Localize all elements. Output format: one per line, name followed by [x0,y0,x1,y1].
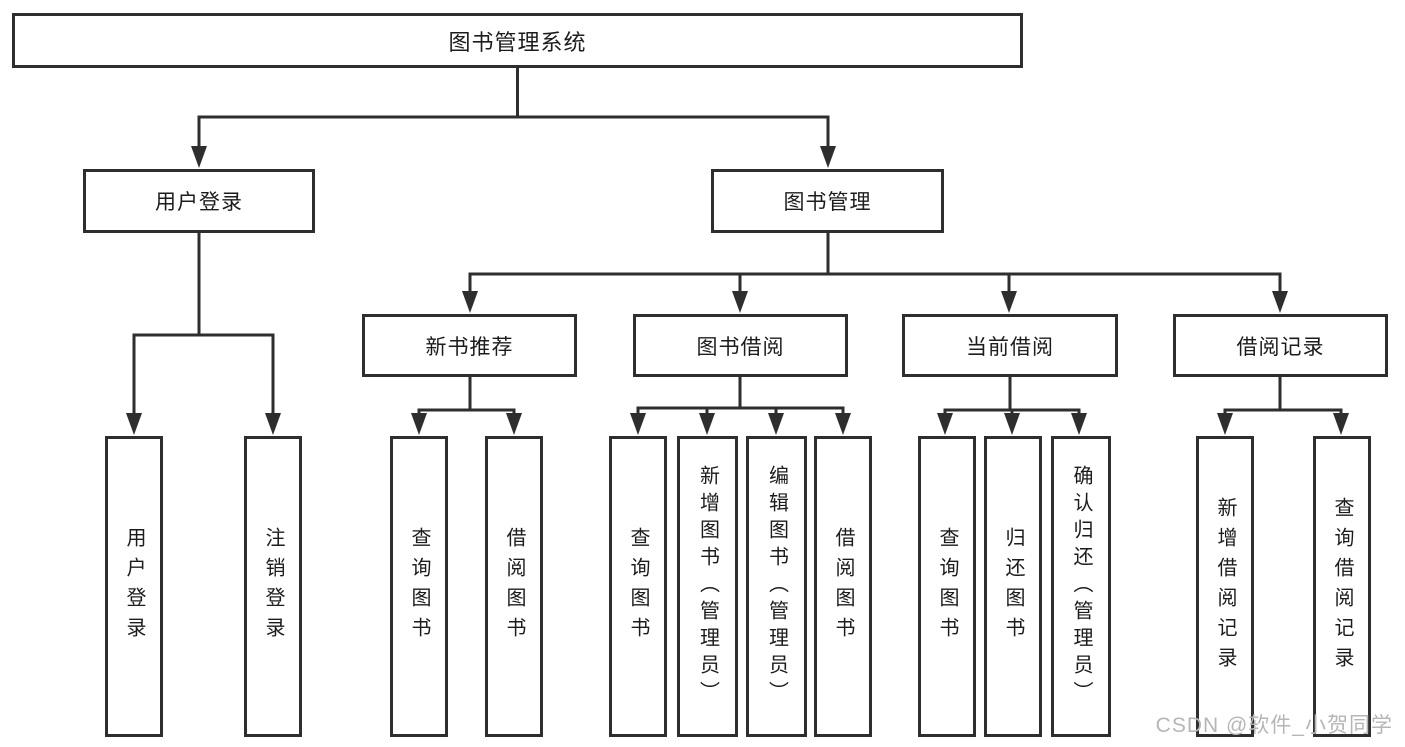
connector-book-borrowing-to-leaves [636,377,845,416]
leaf-bb-borrow-books: 借阅图书 [814,436,872,737]
leaf-user-login: 用户登录 [105,436,163,737]
node-label: 图书管理 [783,191,872,214]
node-label: 注销登录 [262,526,284,647]
node-label: 借阅记录 [1236,335,1325,359]
arrowheads [126,146,1349,435]
leaf-cb-confirm-return-admin: 确认归还（管理员） [1051,436,1111,737]
node-label: 查询图书 [627,526,649,647]
node-label: 用户登录 [155,191,243,214]
leaf-bb-add-books-admin: 新增图书（管理员） [677,436,738,737]
node-borrowing-records: 借阅记录 [1173,314,1388,377]
node-label: 查询图书 [408,526,430,647]
leaf-bb-query-books: 查询图书 [609,436,667,737]
connector-new-book-to-leaves [417,377,516,416]
connector-user-login-to-leaves [132,233,275,416]
connector-root-to-level2 [197,68,830,150]
leaf-cb-return-books: 归还图书 [984,436,1042,737]
node-label: 查询借阅记录 [1331,496,1353,677]
node-new-book-recommend: 新书推荐 [362,314,577,377]
node-root: 图书管理系统 [12,13,1023,68]
node-label: 图书借阅 [696,335,785,359]
watermark: CSDN @软件_小贺同学 [1155,714,1393,737]
node-label: 新增图书（管理员） [696,465,719,708]
connector-book-management-to-level3 [468,233,1282,295]
connector-borrowing-records-to-leaves [1223,377,1343,416]
leaf-nb-borrow-books: 借阅图书 [485,436,543,737]
node-label: 图书管理系统 [448,29,587,55]
node-book-borrowing: 图书借阅 [633,314,848,377]
connector-current-borrowing-to-leaves [943,377,1081,416]
node-label: 查询图书 [936,526,958,647]
leaf-nb-query-books: 查询图书 [390,436,448,737]
node-current-borrowing: 当前借阅 [902,314,1118,377]
node-label: 确认归还（管理员） [1070,465,1092,708]
node-label: 借阅图书 [503,526,525,647]
node-label: 新增借阅记录 [1214,496,1236,677]
node-label: 借阅图书 [832,526,854,647]
leaf-bb-edit-books-admin: 编辑图书（管理员） [746,436,807,737]
node-book-management: 图书管理 [711,169,944,233]
leaf-cb-query-books: 查询图书 [918,436,976,737]
node-label: 新书推荐 [425,335,514,359]
leaf-br-query-record: 查询借阅记录 [1313,436,1371,737]
node-user-login: 用户登录 [83,169,315,233]
node-label: 归还图书 [1002,526,1024,647]
node-label: 用户登录 [123,526,145,647]
leaf-br-add-record: 新增借阅记录 [1196,436,1254,737]
node-label: 当前借阅 [966,335,1054,359]
node-label: 编辑图书（管理员） [765,465,788,708]
leaf-logout: 注销登录 [244,436,302,737]
